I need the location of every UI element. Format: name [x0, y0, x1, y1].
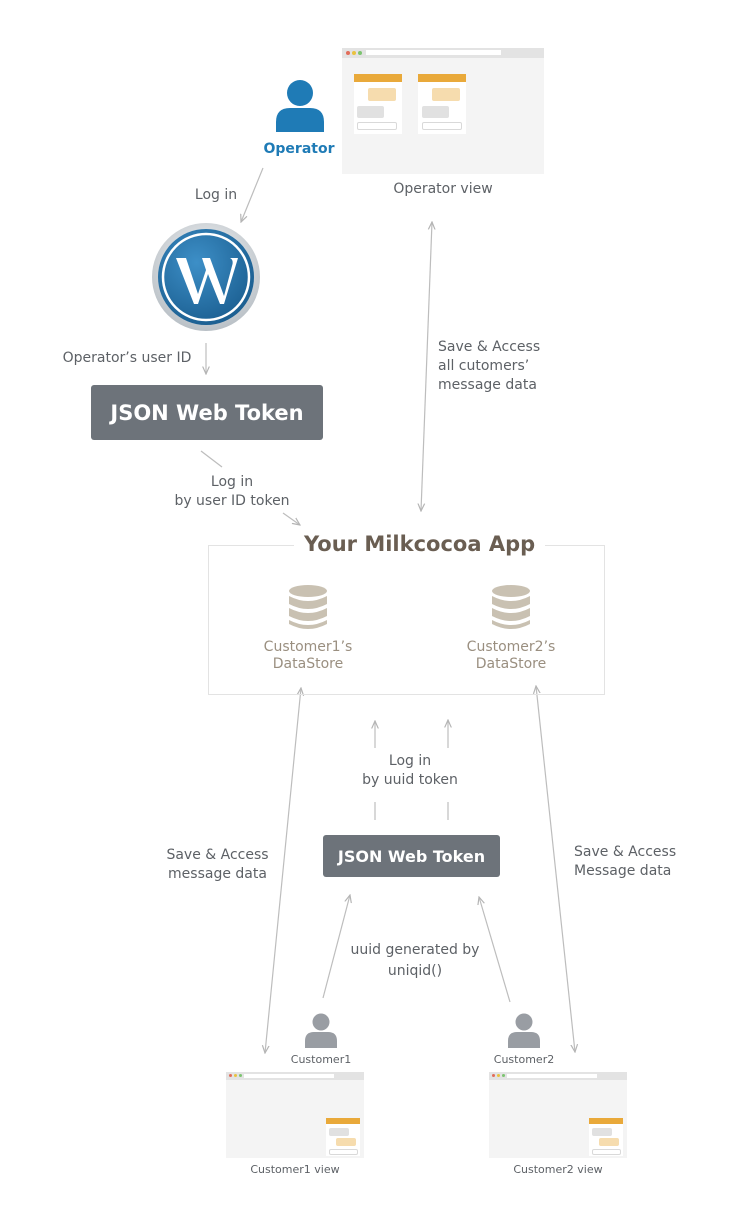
url-bar: [507, 1074, 597, 1078]
customer2-view-window: [489, 1072, 627, 1158]
minimize-dot-icon: [352, 51, 356, 55]
chat-input: [592, 1149, 621, 1155]
datastore2-label-line1: Customer2’s: [466, 639, 556, 655]
arrow-operatorview-app: [421, 222, 432, 511]
arrow-token-line: [200, 450, 223, 468]
maximize-dot-icon: [239, 1074, 242, 1077]
close-dot-icon: [229, 1074, 232, 1077]
operator-view-caption: Operator view: [393, 181, 493, 197]
url-bar: [244, 1074, 334, 1078]
chat-widget-header: [589, 1118, 623, 1124]
maximize-dot-icon: [502, 1074, 505, 1077]
json-web-token-box-operator: JSON Web Token: [91, 385, 323, 440]
operator-user-id-label: Operator’s user ID: [62, 350, 192, 366]
chat-widget-header: [326, 1118, 360, 1124]
chat-input: [329, 1149, 358, 1155]
minimize-dot-icon: [234, 1074, 237, 1077]
save-access-left-line2: message data: [168, 866, 267, 882]
customer1-view-window: [226, 1072, 364, 1158]
customer2-view-caption: Customer2 view: [513, 1163, 603, 1176]
maximize-dot-icon: [358, 51, 362, 55]
datastore1-database-icon: [289, 585, 327, 629]
login-by-uuid-label-line1: Log in: [388, 753, 432, 769]
arrow-customer1-to-token: [322, 895, 350, 999]
datastore2-database-icon: [492, 585, 530, 629]
customer1-view-caption: Customer1 view: [250, 1163, 340, 1176]
arrow-customer2-to-token: [479, 897, 511, 1003]
uuid-generated-label-line1: uuid generated by: [350, 942, 480, 958]
message-input: [422, 122, 462, 130]
datastore1-label-line1: Customer1’s: [263, 639, 353, 655]
save-access-right-line1: Save & Access: [574, 844, 677, 860]
arrow-customer2-datastore2: [536, 686, 575, 1052]
message-bubble-grey: [357, 106, 384, 118]
operator-person-icon: [276, 80, 324, 132]
login-by-userid-label-line2: by user ID token: [174, 493, 290, 509]
wordpress-logo-icon: [152, 223, 260, 331]
milkcocoa-app-title: Your Milkcocoa App: [294, 532, 546, 556]
minimize-dot-icon: [497, 1074, 500, 1077]
datastore2-label-line2: DataStore: [475, 656, 547, 672]
chat-bubble: [599, 1138, 619, 1146]
message-card-2-header: [418, 74, 466, 82]
customer2-person-icon: [508, 1013, 540, 1048]
message-bubble-grey: [422, 106, 449, 118]
operator-label: Operator: [263, 141, 335, 157]
json-web-token-box-customer: JSON Web Token: [323, 835, 500, 877]
operator-view-window: [342, 48, 544, 174]
chat-bubble-grey: [592, 1128, 612, 1136]
customer1-label: Customer1: [290, 1053, 352, 1066]
close-dot-icon: [346, 51, 350, 55]
arrow-token-to-app: [282, 512, 300, 525]
arrow-customer1-datastore1: [265, 688, 301, 1053]
url-bar: [366, 50, 501, 55]
customer1-person-icon: [305, 1013, 337, 1048]
uuid-generated-label-line2: uniqid(): [387, 963, 443, 979]
customer2-label: Customer2: [493, 1053, 555, 1066]
save-access-all-line1: Save & Access: [438, 339, 541, 355]
save-access-left-line1: Save & Access: [166, 847, 269, 863]
message-input: [357, 122, 397, 130]
message-card-1-header: [354, 74, 402, 82]
login-by-userid-label-line1: Log in: [210, 474, 254, 490]
message-bubble: [368, 88, 396, 101]
login-by-uuid-label-line2: by uuid token: [362, 772, 458, 788]
chat-bubble: [336, 1138, 356, 1146]
save-access-right-line2: Message data: [574, 863, 672, 879]
chat-bubble-grey: [329, 1128, 349, 1136]
close-dot-icon: [492, 1074, 495, 1077]
save-access-all-line3: message data: [438, 377, 537, 393]
message-bubble: [432, 88, 460, 101]
save-access-all-line2: all cutomers’: [438, 358, 530, 374]
arrow-operator-to-wordpress: [241, 167, 264, 222]
datastore1-label-line2: DataStore: [272, 656, 344, 672]
login-label: Log in: [194, 187, 238, 203]
